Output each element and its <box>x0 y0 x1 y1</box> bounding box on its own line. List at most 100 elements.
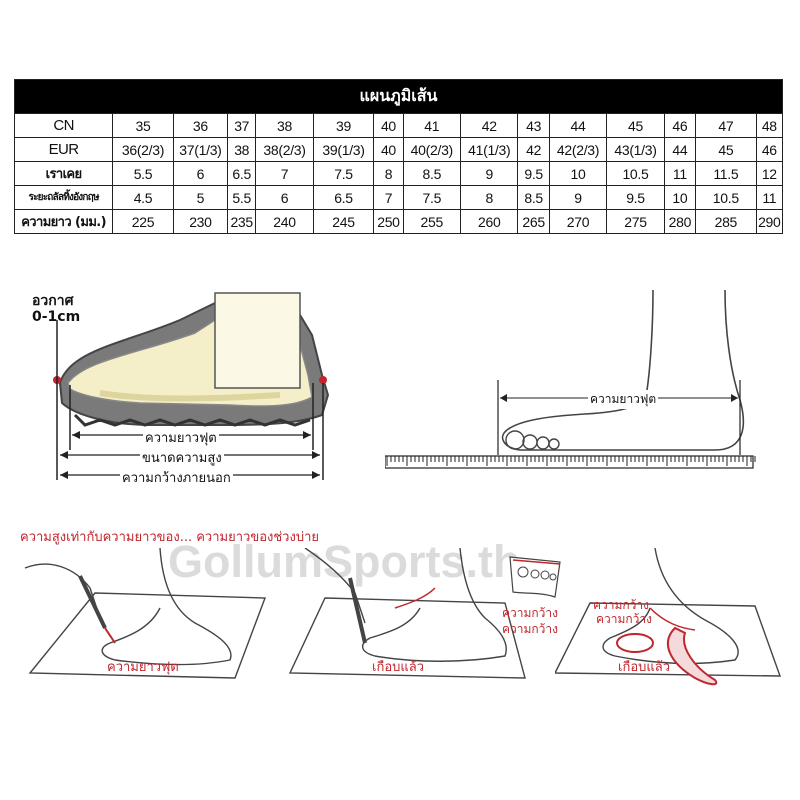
table-cell: 290 <box>755 209 784 234</box>
table-cell: 44 <box>548 113 608 138</box>
inner-size-label: ขนาดความสูง <box>140 447 224 468</box>
table-cell: 5.5 <box>112 161 174 186</box>
table-cell: 275 <box>606 209 665 234</box>
gap-value: 0-1cm <box>32 309 81 325</box>
toe-closeup-icon <box>509 556 561 598</box>
table-cell: 38 <box>227 137 257 162</box>
table-cell: 250 <box>373 209 404 234</box>
table-cell: 11 <box>663 161 697 186</box>
table-cell: 7 <box>373 185 404 210</box>
table-cell: 11.5 <box>695 161 757 186</box>
step4-width-label-a: ความกว้าง <box>593 598 650 612</box>
outer-width-label: ความกว้างภายนอก <box>120 467 233 488</box>
table-title-row: แผนภูมิเส้น <box>14 79 783 114</box>
table-cell: 225 <box>112 209 174 234</box>
table-cell: 42(2/3) <box>548 137 608 162</box>
step2-diagram <box>288 548 526 679</box>
step1-label: ความยาวฟุต <box>107 660 179 675</box>
ruler <box>385 455 754 469</box>
row-header: CN <box>13 113 114 138</box>
table-cell: 40 <box>373 113 404 138</box>
table-cell: 8 <box>373 161 404 186</box>
table-title: แผนภูมิเส้น <box>14 79 783 114</box>
table-cell: 10 <box>663 185 697 210</box>
table-cell: 40(2/3) <box>402 137 462 162</box>
foot-length-label: ความยาวฟุต <box>143 427 219 448</box>
table-cell: 41 <box>402 113 462 138</box>
ankle-block <box>214 292 301 389</box>
table-cell: 12 <box>755 161 784 186</box>
table-cell: 6 <box>255 185 314 210</box>
foot-ruler-diagram <box>385 290 756 469</box>
table-cell: 10 <box>548 161 608 186</box>
table-cell: 6.5 <box>227 161 257 186</box>
table-cell: 8 <box>460 185 519 210</box>
step4-width-label-b: ความกว้าง <box>596 612 653 626</box>
step3-width-label-a: ความกว้าง <box>502 606 559 620</box>
ruler-foot-length-label: ความยาวฟุต <box>588 390 659 409</box>
table-cell: 47 <box>695 113 757 138</box>
table-cell: 270 <box>548 209 608 234</box>
table-cell: 36 <box>172 113 229 138</box>
table-cell: 46 <box>663 113 697 138</box>
table-cell: 8.5 <box>402 161 462 186</box>
table-cell: 43(1/3) <box>606 137 665 162</box>
sole-tread <box>73 413 311 427</box>
table-cell: 9.5 <box>517 161 550 186</box>
table-cell: 44 <box>663 137 697 162</box>
table-cell: 285 <box>695 209 757 234</box>
table-cell: 45 <box>695 137 757 162</box>
table-cell: 41(1/3) <box>460 137 519 162</box>
table-cell: 8.5 <box>517 185 550 210</box>
table-cell: 11 <box>755 185 784 210</box>
table-cell: 245 <box>312 209 375 234</box>
row-header: ความยาว (มม.) <box>13 209 114 234</box>
table-cell: 5.5 <box>227 185 257 210</box>
table-cell: 42 <box>460 113 519 138</box>
step3-diagram <box>555 548 781 686</box>
table-cell: 10.5 <box>695 185 757 210</box>
row-header: EUR <box>13 137 114 162</box>
row-header: เราเคย <box>13 161 114 186</box>
table-cell: 4.5 <box>112 185 174 210</box>
table-cell: 40 <box>373 137 404 162</box>
step1-diagram <box>24 548 266 679</box>
table-cell: 9 <box>460 161 519 186</box>
table-cell: 9.5 <box>606 185 665 210</box>
table-cell: 38(2/3) <box>255 137 314 162</box>
table-cell: 6.5 <box>312 185 375 210</box>
table-cell: 235 <box>227 209 257 234</box>
table-cell: 10.5 <box>606 161 665 186</box>
table-cell: 240 <box>255 209 314 234</box>
table-cell: 36(2/3) <box>112 137 174 162</box>
table-cell: 46 <box>755 137 784 162</box>
table-cell: 43 <box>517 113 550 138</box>
steps-heading: ความสูงเท่ากับความยาวของ... ความยาวของช่… <box>20 530 319 545</box>
table-cell: 48 <box>755 113 784 138</box>
table-cell: 7.5 <box>312 161 375 186</box>
step4-label: เกือบแล้ว <box>618 660 671 675</box>
table-cell: 230 <box>172 209 229 234</box>
row-header: ระยะถลัลทิ้งอังกฤษ <box>13 185 114 210</box>
step3-width-label-b: ความกว้าง <box>502 622 559 636</box>
table-cell: 37 <box>227 113 257 138</box>
shoe-diagram <box>53 292 330 480</box>
gap-label: อวกาศ <box>32 293 74 309</box>
table-cell: 280 <box>663 209 697 234</box>
table-cell: 35 <box>112 113 174 138</box>
table-cell: 255 <box>402 209 462 234</box>
step2-label: เกือบแล้ว <box>372 660 425 675</box>
heel-gap-dot <box>319 376 327 384</box>
foot-outline <box>501 290 745 451</box>
table-cell: 39(1/3) <box>312 137 375 162</box>
table-cell: 38 <box>255 113 314 138</box>
table-cell: 37(1/3) <box>172 137 229 162</box>
table-cell: 9 <box>548 185 608 210</box>
table-cell: 45 <box>606 113 665 138</box>
table-cell: 42 <box>517 137 550 162</box>
